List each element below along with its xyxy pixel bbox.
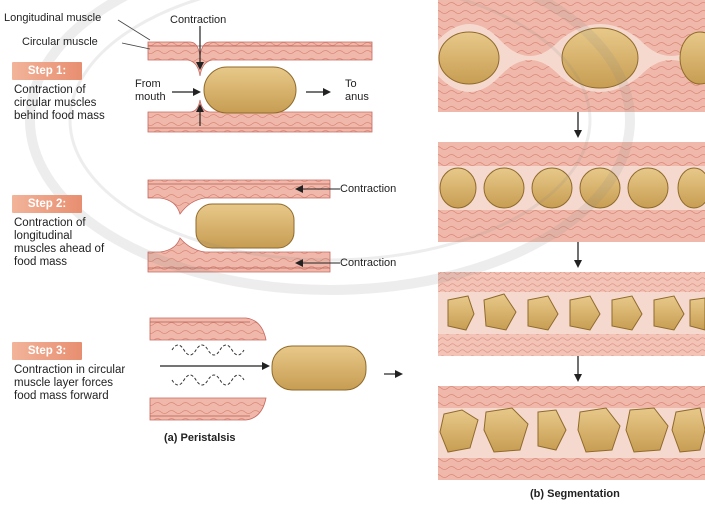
segmentation-panel [438,0,705,480]
label-contraction-step2-top: Contraction [340,183,396,196]
step2-tube [148,180,340,272]
label-longitudinal-muscle: Longitudinal muscle [4,12,101,25]
label-to-anus: To anus [345,78,369,104]
step1-tube [118,20,372,132]
label-from-mouth: From mouth [135,78,166,104]
step3-description: Contraction in circular muscle layer for… [14,364,126,403]
caption-peristalsis: (a) Peristalsis [164,432,236,444]
label-contraction-step2-bottom: Contraction [340,257,396,270]
segmentation-row-3 [438,272,705,356]
caption-segmentation: (b) Segmentation [530,488,620,500]
step3-badge: Step 3: [12,342,82,360]
step3-tube [150,318,403,420]
label-contraction-step1: Contraction [170,14,226,27]
segmentation-row-4 [438,386,705,480]
food-mass [204,67,296,113]
step1-description: Contraction of circular muscles behind f… [14,84,106,123]
step2-description: Contraction of longitudinal muscles ahea… [14,217,110,269]
food-mass [196,204,294,248]
segmentation-row-2 [438,142,705,242]
step2-badge: Step 2: [12,195,82,213]
label-circular-muscle: Circular muscle [22,36,98,49]
step1-badge: Step 1: [12,62,82,80]
segmentation-row-1 [438,0,705,112]
food-mass [272,346,366,390]
